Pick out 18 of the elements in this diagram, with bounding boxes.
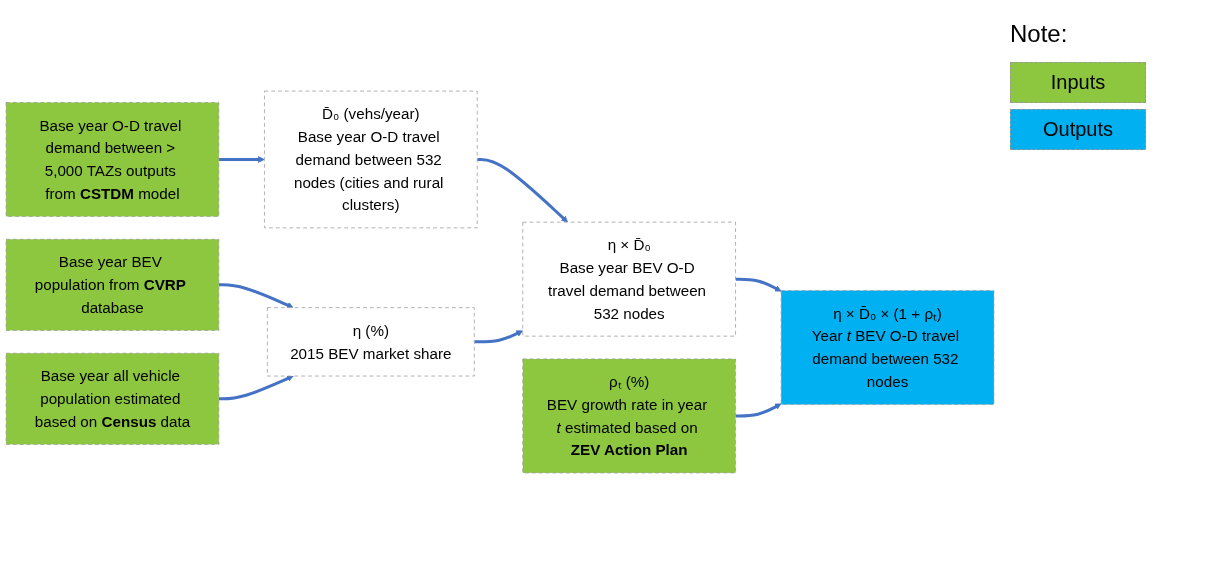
node-box: Base year BEV population from CVRP database	[5, 238, 220, 331]
note-label: Note:	[1010, 20, 1068, 48]
legend-swatch: Inputs	[1010, 62, 1146, 103]
arrow	[218, 375, 294, 401]
arrow	[218, 156, 265, 163]
node-box: η × D̄₀ × (1 + ρₜ) Year t BEV O-D travel demand between 532 nodes	[780, 290, 995, 405]
node-box: Base year O-D travel demand between > 5,000 TAZs outputs from CSTDM model	[5, 102, 220, 217]
node-box: η × D̄₀ Base year BEV O-D travel demand between 532 nodes	[522, 221, 736, 337]
arrow	[477, 157, 568, 223]
arrow	[474, 330, 524, 344]
node-box: η (%) 2015 BEV market share	[266, 307, 475, 377]
node-box: D̄₀ (vehs/year) Base year O-D travel demand between 532 nodes (cities and rural clusters)	[264, 90, 478, 229]
node-box: Base year all vehicle population estimated based on Census data	[5, 352, 220, 445]
node-box: ρₜ (%) BEV growth rate in year t estimated based on ZEV Action Plan	[522, 358, 736, 474]
arrow	[735, 277, 782, 292]
legend-swatch: Outputs	[1010, 109, 1146, 150]
arrow	[218, 283, 294, 309]
arrow	[735, 403, 782, 418]
